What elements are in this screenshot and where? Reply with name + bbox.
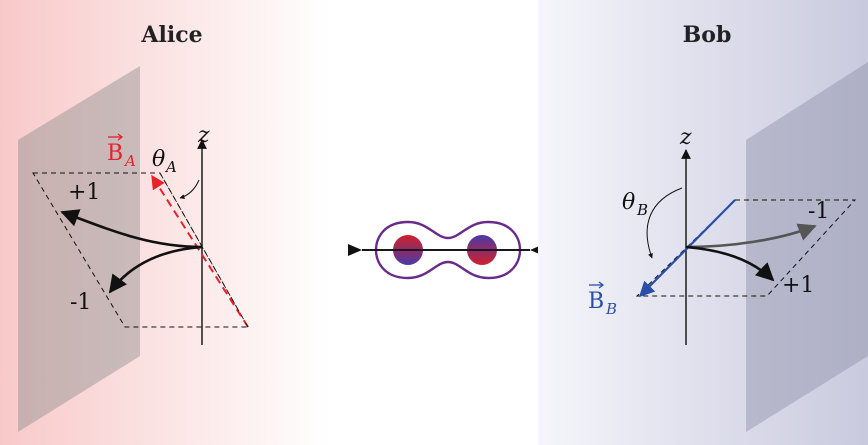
alice-panel: Alice z B A θ A +1 -1 [0,0,330,445]
bob-angle-symbol: θ [622,190,635,215]
alice-angle-arc [179,179,200,200]
bob-field-label: B B [588,281,617,318]
bob-angle-subscript: B [636,201,648,219]
alice-title: Alice [140,22,202,48]
alice-outcome-down-label: -1 [70,290,91,315]
bob-field-vector-arrowhead [598,281,605,289]
bob-measurement-plane [635,199,857,297]
alice-outcome-up-arrow [60,209,203,249]
bob-panel: Bob z B B θ B -1 +1 [538,0,868,445]
alice-field-guide [159,172,249,328]
bob-background [538,0,868,445]
alice-z-label: z [197,123,210,148]
bob-detector-plane [746,62,868,432]
alice-outcome-down-arrow [108,245,203,294]
bob-title: Bob [683,22,732,48]
alice-field-subscript: A [123,152,136,170]
bob-outcome-down-arrow [685,245,775,282]
alice-detector-plane [18,66,140,432]
bob-field-subscript: B [605,300,617,318]
bob-outcome-down-label: +1 [782,273,814,298]
bob-field-letter: B [588,289,604,314]
bob-outcome-up-label: -1 [808,199,829,224]
alice-outcome-up-label: +1 [68,180,100,205]
bob-outcome-up-arrow [685,223,817,249]
entangled-source [348,220,544,280]
bob-z-label: z [679,125,692,150]
alice-field-vector-arrowhead [117,133,124,141]
source-left-arrowhead [348,244,362,256]
alice-measurement-plane [32,172,249,328]
alice-field-letter: B [107,141,123,166]
bob-angle-arc [646,187,683,259]
alice-field-vector [151,174,249,328]
alice-angle-subscript: A [164,158,177,176]
alice-field-label: B A [107,133,136,170]
alice-background [0,0,330,445]
source-outline [374,220,522,280]
alice-angle-symbol: θ [152,147,165,172]
